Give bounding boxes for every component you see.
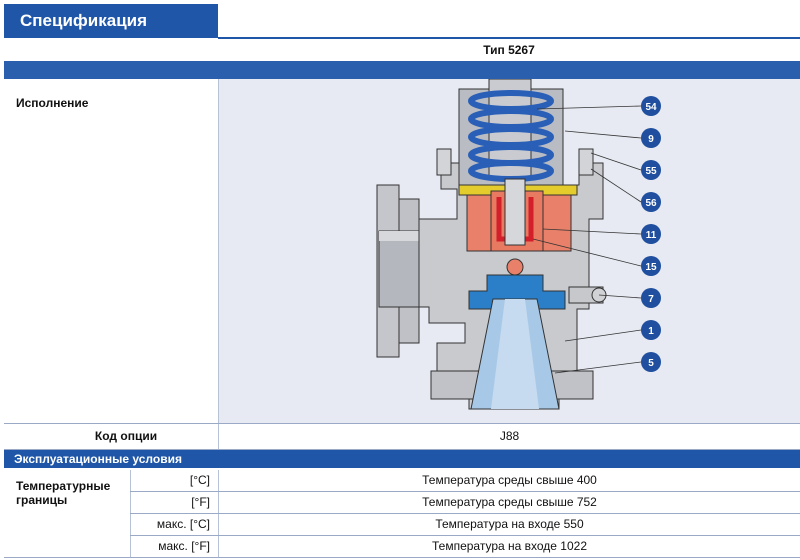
valve-cross-section-svg: 54 9 55 56 11 15 7 1 5 — [376, 79, 661, 410]
design-label-cell: Исполнение — [4, 79, 218, 423]
callout-55 — [641, 160, 661, 180]
type-label: Тип 5267 — [483, 43, 535, 57]
row-separator — [4, 449, 800, 450]
option-code-value: J88 — [218, 424, 800, 449]
spring — [468, 90, 554, 182]
operating-conditions-header: Эксплуатационные условия — [4, 450, 800, 468]
header-rule — [218, 37, 800, 39]
row-separator — [130, 535, 800, 536]
callout-7-label: 7 — [648, 294, 654, 305]
section-title: Спецификация — [4, 4, 218, 38]
row-separator — [4, 423, 800, 424]
temp-unit-f: [°F] — [130, 492, 218, 513]
leader-lines — [532, 105, 642, 374]
callout-55-label: 55 — [645, 166, 657, 177]
callout-15-label: 15 — [645, 262, 657, 273]
callout-54-label: 54 — [645, 102, 657, 113]
temp-unit-c: [°C] — [130, 470, 218, 491]
row-separator — [130, 491, 800, 492]
temp-unit-max-c: макс. [°C] — [130, 514, 218, 535]
callout-15 — [641, 256, 661, 276]
callout-9-label: 9 — [648, 134, 654, 145]
type-header-bar — [4, 61, 800, 79]
callout-11 — [641, 224, 661, 244]
callout-56 — [641, 192, 661, 212]
option-code-label: Код опции — [94, 429, 158, 443]
design-label: Исполнение — [16, 96, 89, 110]
callouts: 54 9 55 56 11 15 7 1 5 — [641, 96, 661, 372]
temp-value-max-c: Температура на входе 550 — [218, 514, 800, 535]
row-separator — [4, 557, 800, 558]
seat — [468, 274, 566, 410]
callout-5 — [641, 352, 661, 372]
temp-value-c: Температура среды свыше 400 — [218, 470, 800, 491]
callout-5-label: 5 — [648, 358, 654, 369]
temperature-limits-label: Температурные границы — [16, 479, 111, 507]
callout-9 — [641, 128, 661, 148]
bolts — [436, 148, 594, 176]
callout-1-label: 1 — [648, 326, 654, 337]
temp-value-f: Температура среды свыше 752 — [218, 492, 800, 513]
row-separator — [130, 513, 800, 514]
callout-11-label: 11 — [646, 230, 657, 241]
temp-value-max-f: Температура на входе 1022 — [218, 536, 800, 557]
callout-7 — [641, 288, 661, 308]
plug-assembly — [458, 178, 578, 276]
callout-56-label: 56 — [645, 198, 657, 209]
callout-1 — [641, 320, 661, 340]
valve-drawing: 54 9 55 56 11 15 7 1 5 — [218, 79, 800, 423]
temp-unit-max-f: макс. [°F] — [130, 536, 218, 557]
callout-54 — [641, 96, 661, 116]
